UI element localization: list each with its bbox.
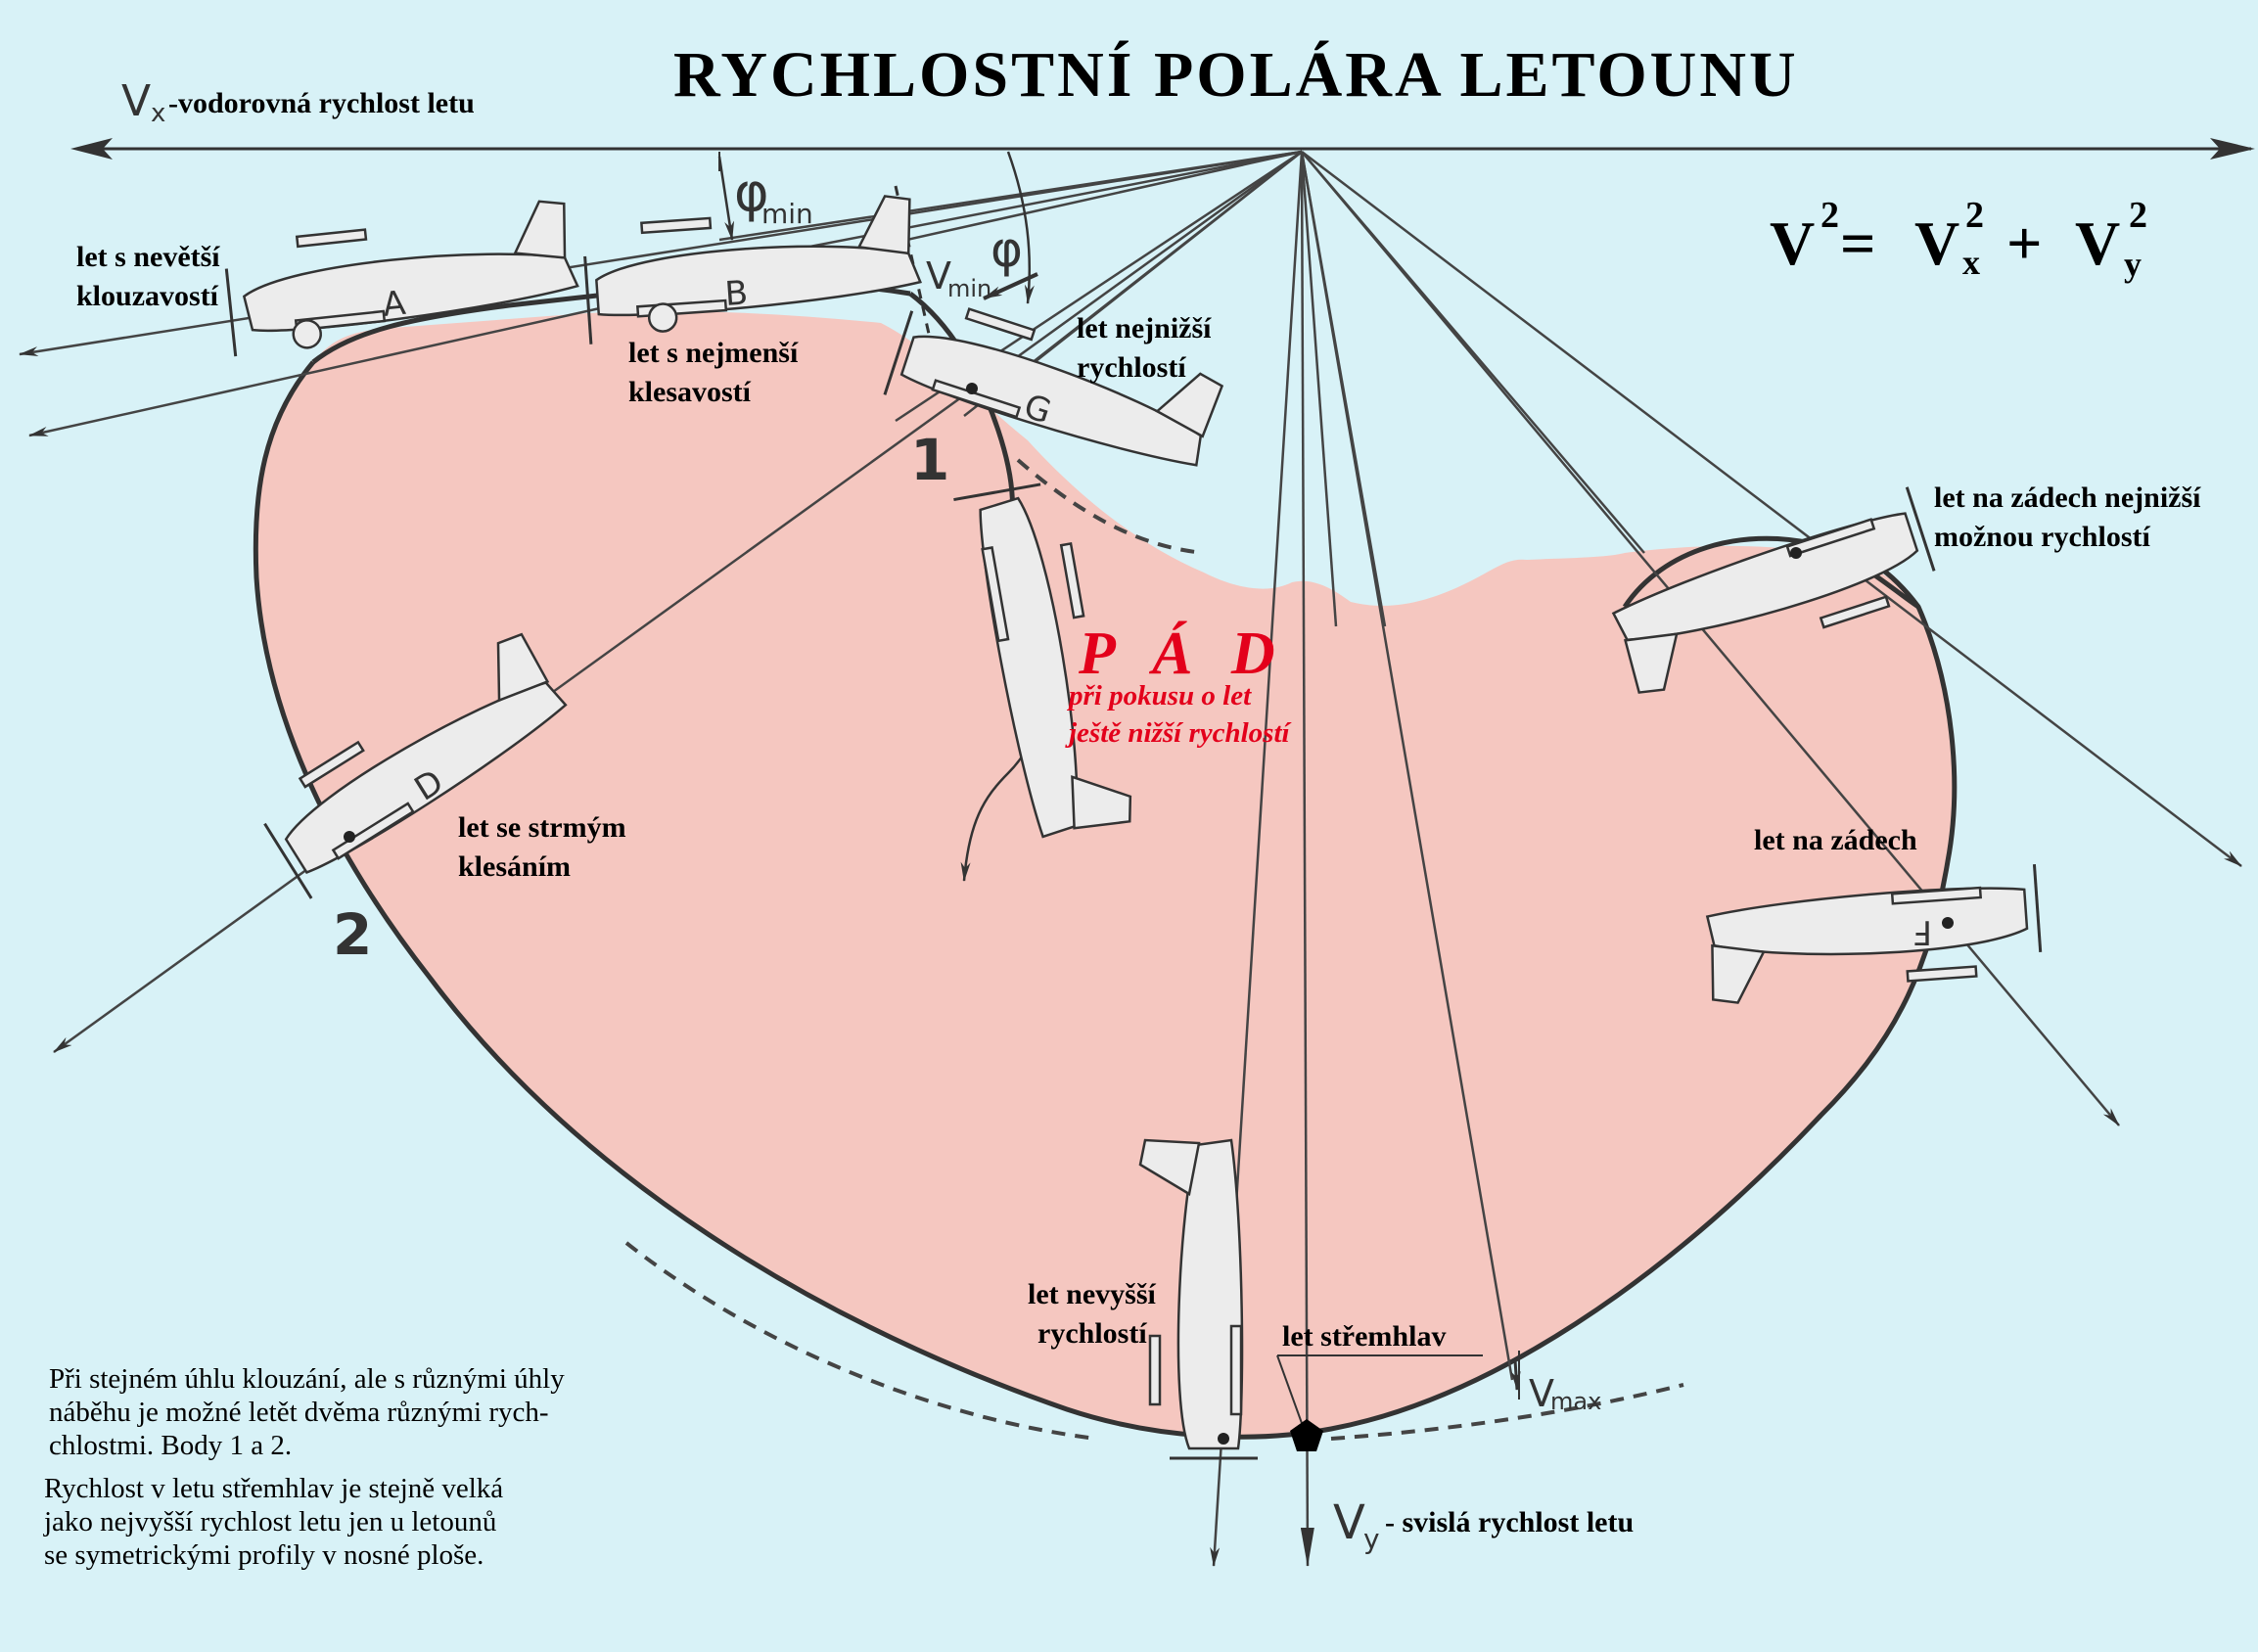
plane-a-letter: A xyxy=(381,284,407,325)
point-1-label: 1 xyxy=(910,427,949,493)
vx-axis-label: -vodorovná rychlost letu xyxy=(168,87,475,119)
note-line-6: se symetrickými profily v nosné ploše. xyxy=(44,1539,484,1571)
note-line-5: jako nejvyšší rychlost letu jen u letoun… xyxy=(43,1506,496,1537)
vector-steep-descent xyxy=(53,150,1303,1054)
equation-vx-exp: 2 xyxy=(1965,195,1984,236)
vy-axis-subscript: y xyxy=(1363,1523,1380,1555)
plane-a-icon: A xyxy=(224,200,579,357)
label-min-speed-1: let nejnižší xyxy=(1077,312,1212,344)
equation-vy: V xyxy=(2075,208,2120,278)
plane-f-icon xyxy=(1705,864,2043,1004)
point-inverted-marker xyxy=(1790,547,1802,559)
label-min-speed-2: rychlostí xyxy=(1077,351,1186,384)
note-line-2: náběhu je možné letět dvěma různými rych… xyxy=(49,1397,549,1428)
vector-mid-right xyxy=(1300,151,1387,627)
point-max-marker xyxy=(1218,1433,1229,1445)
vector-inverted-steep xyxy=(1301,151,2120,1126)
vector-mid-right-2 xyxy=(1300,151,1338,627)
vmax-symbol: V xyxy=(1529,1372,1554,1415)
vector-inverted xyxy=(1301,151,2242,867)
stall-plane-icon xyxy=(953,482,1132,839)
equation-v: V xyxy=(1770,208,1815,278)
vmin-symbol: V xyxy=(926,254,951,298)
stall-subtitle-2: ještě nižší rychlostí xyxy=(1065,717,1293,749)
point-2-marker xyxy=(344,831,355,843)
vx-axis-arrow-right xyxy=(2210,138,2255,160)
equation-eq: = xyxy=(1840,208,1875,278)
label-min-sink-2: klesavostí xyxy=(628,376,752,408)
plane-g-icon: G xyxy=(883,307,1224,467)
label-steep-descent-1: let se strmým xyxy=(458,811,626,844)
label-min-sink-1: let s nejmenší xyxy=(628,337,799,369)
vmax-arrow xyxy=(1510,1359,1521,1391)
plane-f-letter: F xyxy=(1912,912,1932,951)
plane-b-letter: B xyxy=(723,273,749,314)
vector-inverted-min xyxy=(1301,151,1645,554)
stall-subtitle-1: při pokusu o let xyxy=(1066,680,1252,711)
vmin-arrow xyxy=(983,272,1038,300)
dashed-envelope-bottom-right xyxy=(1330,1383,1684,1441)
vmax-subscript: max xyxy=(1550,1388,1601,1415)
equation-vx: V xyxy=(1914,208,1959,278)
label-max-speed-1: let nevyšší xyxy=(1028,1278,1156,1310)
vx-axis-subscript: x xyxy=(151,99,165,128)
plane-b-icon: B xyxy=(583,195,922,344)
equation-vx-sub: x xyxy=(1962,243,1980,282)
label-best-glide-1: let s nevětší xyxy=(76,241,220,273)
vmin-subscript: min xyxy=(947,275,991,302)
dashed-continuation-top xyxy=(1016,458,1205,555)
phi-min-symbol: φ xyxy=(734,161,769,223)
note-line-4: Rychlost v letu střemhlav je stejně velk… xyxy=(44,1473,503,1504)
plane-inverted-min-icon xyxy=(1611,486,1936,694)
label-inverted-min-2: možnou rychlostí xyxy=(1934,521,2150,553)
plane-d-icon: D xyxy=(263,632,568,899)
equation-vy-exp: 2 xyxy=(2129,195,2147,236)
phi-arc xyxy=(1006,151,1035,304)
dive-point-marker xyxy=(1290,1419,1323,1451)
phi-symbol: φ xyxy=(991,221,1023,278)
label-inverted-min-1: let na zádech nejnižší xyxy=(1934,482,2201,514)
equation-vy-sub: y xyxy=(2124,245,2142,284)
vy-axis-symbol: V xyxy=(1333,1495,1365,1550)
vector-vy xyxy=(1300,151,1314,1567)
vy-axis-label: - svislá rychlost letu xyxy=(1385,1506,1634,1538)
page-title: RYCHLOSTNÍ POLÁRA LETOUNU xyxy=(673,39,1799,111)
label-inverted: let na zádech xyxy=(1754,824,1917,856)
label-best-glide-2: klouzavostí xyxy=(76,280,219,312)
polar-curve xyxy=(253,360,1958,1440)
stall-title: P Á D xyxy=(1078,620,1287,687)
equation-plus: + xyxy=(2006,208,2042,278)
equation-v-exp: 2 xyxy=(1820,195,1839,236)
dashed-envelope-bottom xyxy=(624,1241,1097,1441)
phi-min-arc xyxy=(717,156,735,241)
point-2-label: 2 xyxy=(333,901,372,968)
label-steep-descent-2: klesáním xyxy=(458,850,571,883)
polar-region xyxy=(255,311,1955,1438)
point-f-marker xyxy=(1942,917,1954,929)
label-dive: let střemhlav xyxy=(1282,1320,1446,1353)
vx-axis-arrow-left xyxy=(70,138,113,160)
label-max-speed-2: rychlostí xyxy=(1037,1317,1147,1350)
note-line-1: Při stejném úhlu klouzání, ale s různými… xyxy=(49,1363,565,1395)
point-1-marker xyxy=(966,383,978,394)
vx-axis-symbol: V xyxy=(121,76,151,126)
vector-phi-min xyxy=(718,150,1303,242)
note-line-3: chlostmi. Body 1 a 2. xyxy=(49,1430,292,1461)
plane-dive-icon xyxy=(1138,1138,1258,1460)
phi-min-subscript: min xyxy=(761,198,813,230)
